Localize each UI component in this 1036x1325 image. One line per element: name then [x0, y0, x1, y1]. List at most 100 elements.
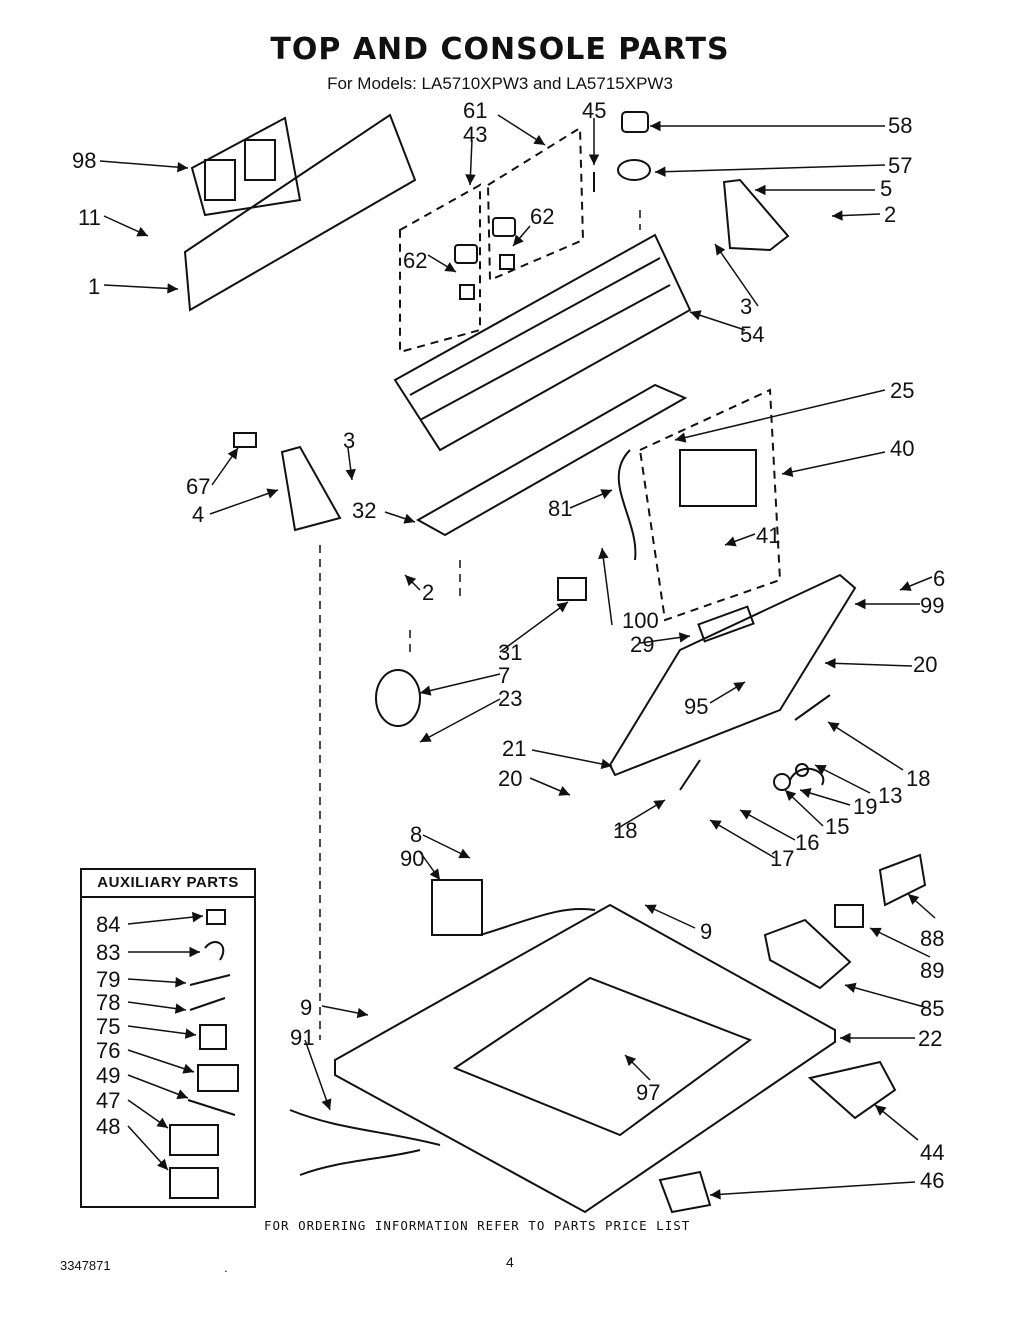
knob-62b: [492, 217, 516, 270]
callout-100: 100: [622, 608, 659, 633]
callout-58: 58: [888, 113, 912, 138]
callout-32: 32: [352, 498, 376, 523]
switch-31: [557, 577, 587, 601]
callout-9: 9: [700, 919, 712, 944]
page-number: 4: [506, 1254, 514, 1270]
bracket-32: [415, 383, 688, 537]
rear-bracket-98: [190, 116, 302, 217]
aux-83: [204, 941, 225, 961]
callout-61: 61: [463, 98, 487, 123]
endcap-4: [280, 445, 342, 532]
callout-67: 67: [186, 474, 210, 499]
callout-29: 29: [630, 632, 654, 657]
knob-62a: [454, 244, 478, 300]
callout-25: 25: [890, 378, 914, 403]
aux-47: [169, 1124, 219, 1156]
callout-98: 98: [72, 148, 96, 173]
doc-number: 3347871: [60, 1258, 111, 1273]
switch-40: [679, 449, 757, 507]
page-subtitle: For Models: LA5710XPW3 and LA5715XPW3: [327, 74, 673, 93]
lid-switch-parts: [679, 694, 831, 791]
aux-75: [199, 1024, 227, 1050]
callout-97: 97: [636, 1080, 660, 1105]
callout-62: 62: [403, 248, 427, 273]
leaders: [99, 114, 936, 1200]
callout-85: 85: [920, 996, 944, 1021]
callout-57: 57: [888, 153, 912, 178]
callout-20: 20: [498, 766, 522, 791]
aux-76: [197, 1064, 239, 1092]
callout-31: 31: [498, 640, 522, 665]
wire-81: [617, 449, 637, 561]
aux-parts-title: AUXILIARY PARTS: [80, 868, 256, 898]
dashed-group-61: [399, 126, 585, 354]
callout-8: 8: [410, 822, 422, 847]
aux-79: [189, 974, 231, 986]
aux-84: [206, 909, 226, 925]
part-drawings: [183, 111, 927, 1214]
skirt-57: [617, 159, 651, 181]
ordering-note: FOR ORDERING INFORMATION REFER TO PARTS …: [264, 1218, 691, 1233]
rear-panel-1: [183, 113, 417, 312]
callout-18: 18: [906, 766, 930, 791]
top-22: [334, 903, 836, 1214]
callout-89: 89: [920, 958, 944, 983]
callout-19: 19: [853, 794, 877, 819]
aux-49: [187, 1099, 236, 1116]
aux-callout-79: 79: [96, 967, 120, 992]
harness-90: [431, 879, 483, 936]
callout-44: 44: [920, 1140, 944, 1165]
part-44: [807, 1060, 897, 1120]
callout-88: 88: [920, 926, 944, 951]
aux-callout-84: 84: [96, 912, 120, 937]
lid-handle-7: [697, 605, 755, 643]
endcap-5: [722, 178, 790, 252]
callout-7: 7: [498, 663, 510, 688]
lid-switch-88: [878, 853, 927, 907]
clip-67: [233, 432, 257, 448]
callout-2: 2: [884, 202, 896, 227]
callout-2: 2: [422, 580, 434, 605]
callout-3: 3: [740, 294, 752, 319]
aux-callout-47: 47: [96, 1088, 120, 1113]
callout-6: 6: [933, 566, 945, 591]
console-54: [393, 233, 692, 452]
callout-3: 3: [343, 428, 355, 453]
switch-89: [834, 904, 864, 928]
dot-mark: .: [224, 1260, 228, 1275]
callout-21: 21: [502, 736, 526, 761]
aux-callout-76: 76: [96, 1038, 120, 1063]
callout-9: 9: [300, 995, 312, 1020]
aux-callout-78: 78: [96, 990, 120, 1015]
callout-41: 41: [756, 523, 780, 548]
callout-13: 13: [878, 783, 902, 808]
callout-54: 54: [740, 322, 764, 347]
callout-15: 15: [825, 814, 849, 839]
callout-22: 22: [918, 1026, 942, 1051]
callout-23: 23: [498, 686, 522, 711]
callout-91: 91: [290, 1025, 314, 1050]
callout-43: 43: [463, 122, 487, 147]
callout-45: 45: [582, 98, 606, 123]
wiring-91: [289, 1109, 441, 1176]
callout-11: 11: [78, 205, 101, 230]
callout-81: 81: [548, 496, 572, 521]
callout-46: 46: [920, 1168, 944, 1193]
callout-16: 16: [795, 830, 819, 855]
part-46: [658, 1170, 712, 1214]
aux-callout-48: 48: [96, 1114, 120, 1139]
callout-5: 5: [880, 176, 892, 201]
callout-99: 99: [920, 593, 944, 618]
fill-85: [763, 918, 852, 990]
aux-78: [189, 997, 226, 1011]
aux-callout-83: 83: [96, 940, 120, 965]
aux-48: [169, 1167, 219, 1199]
aux-part-drawings: [169, 909, 239, 1199]
knob-58: [621, 111, 649, 133]
aux-parts-box: [80, 868, 256, 1208]
callout-1: 1: [88, 274, 100, 299]
callout-4: 4: [192, 502, 204, 527]
callout-20: 20: [913, 652, 937, 677]
